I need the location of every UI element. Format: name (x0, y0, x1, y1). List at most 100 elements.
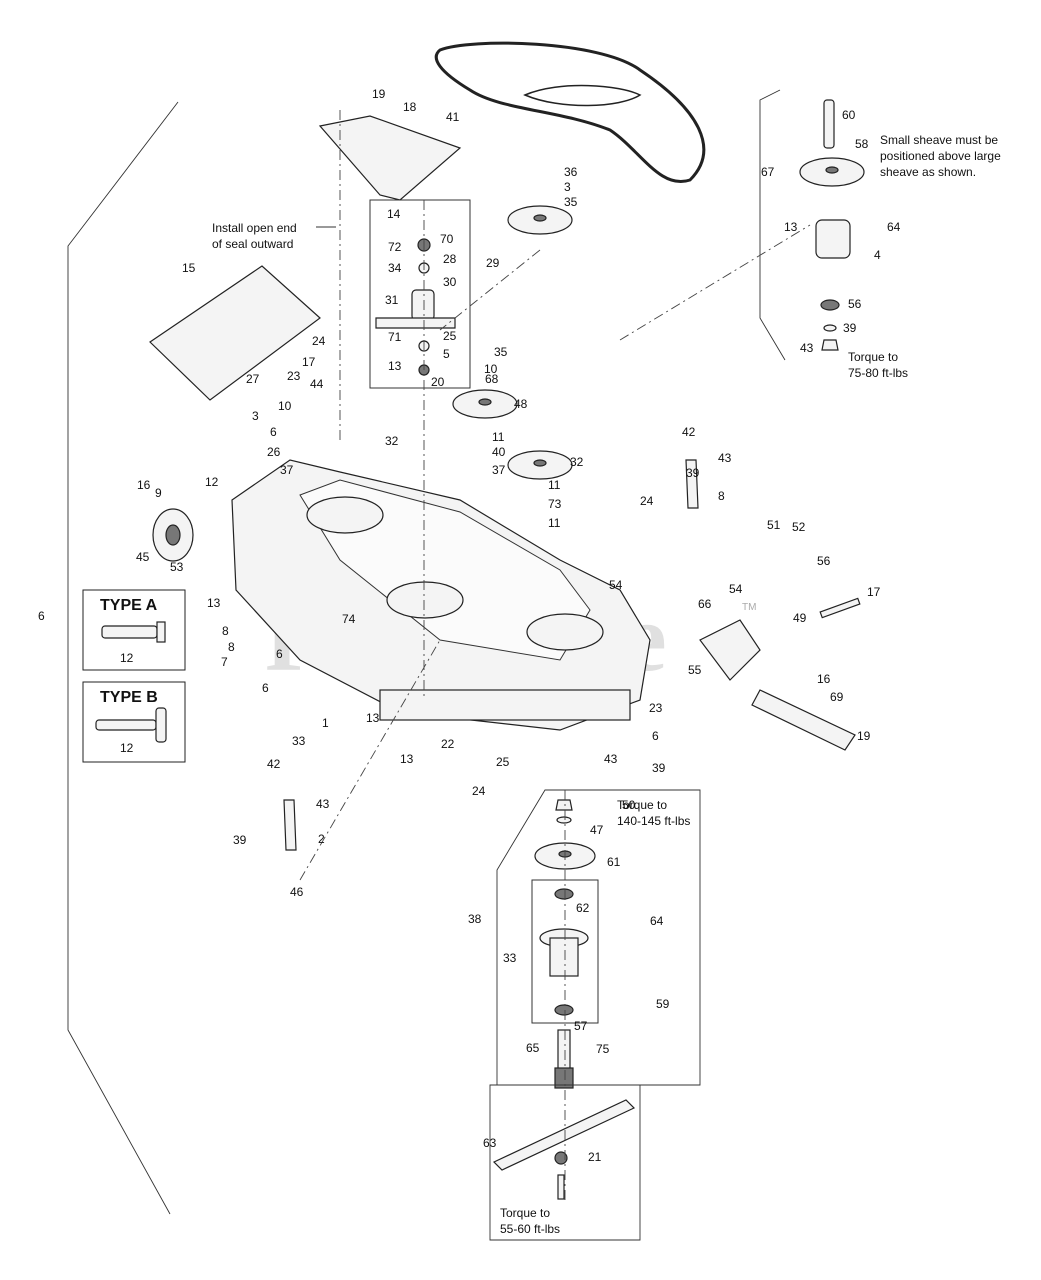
pin-60 (823, 99, 835, 149)
callout-37: 37 (280, 463, 294, 477)
callout-60: 60 (842, 108, 856, 122)
centerline-4 (619, 224, 811, 341)
callout-63: 63 (483, 1136, 497, 1150)
tube-49 (699, 619, 761, 681)
callout-20: 20 (431, 375, 445, 389)
callout-13: 13 (400, 752, 414, 766)
note-torque-top-1: Torque to (848, 350, 898, 364)
callout-35: 35 (564, 195, 578, 209)
callout-73: 73 (548, 497, 562, 511)
callout-74: 74 (342, 612, 356, 626)
callout-32: 32 (385, 434, 399, 448)
note-torque-blade-1: Torque to (500, 1206, 550, 1220)
blade-hub-75 (554, 1151, 568, 1165)
callout-28: 28 (443, 252, 457, 266)
callout-33: 33 (292, 734, 306, 748)
callout-31: 31 (385, 293, 399, 307)
callout-6: 6 (276, 647, 283, 661)
callout-39: 39 (686, 466, 700, 480)
callout-43: 43 (604, 752, 618, 766)
callout-8: 8 (222, 624, 229, 638)
callout-7: 7 (221, 655, 228, 669)
note-torque-top-2: 75-80 ft-lbs (848, 366, 908, 380)
note-sheave-line-3: sheave as shown. (880, 165, 976, 179)
callout-39: 39 (843, 321, 857, 335)
bracket-42-right (685, 459, 699, 509)
callout-64: 64 (887, 220, 901, 234)
callout-3: 3 (564, 180, 571, 194)
note-torque-spindle-1: Torque to (617, 798, 667, 812)
shaft-57 (557, 1029, 571, 1071)
bracket-42-left (283, 799, 297, 851)
callout-40: 40 (492, 445, 506, 459)
callout-58: 58 (855, 137, 869, 151)
callout-42: 42 (267, 757, 281, 771)
bearing-61 (554, 888, 574, 900)
callout-36: 36 (564, 165, 578, 179)
callout-24: 24 (472, 784, 486, 798)
note-seal-line-1: Install open end (212, 221, 297, 235)
centerline-5 (439, 249, 541, 331)
idler-assembly-box (369, 199, 471, 389)
gauge-wheel-hub (165, 524, 181, 546)
callout-69: 69 (830, 690, 844, 704)
callout-13: 13 (784, 220, 798, 234)
deck-cover (149, 265, 321, 401)
callout-24: 24 (640, 494, 654, 508)
callout-34: 34 (388, 261, 402, 275)
callout-23: 23 (287, 369, 301, 383)
callout-9: 9 (155, 486, 162, 500)
spindle-hole-left (306, 496, 384, 534)
blade (492, 1099, 636, 1171)
callout-4: 4 (874, 248, 881, 262)
callout-10: 10 (278, 399, 292, 413)
note-torque-blade-2: 55-60 ft-lbs (500, 1222, 560, 1236)
callout-32: 32 (570, 455, 584, 469)
callout-43: 43 (316, 797, 330, 811)
belt-cover (318, 115, 462, 201)
idler-arm (411, 289, 435, 321)
assembly-bracket-69 (67, 101, 179, 1215)
callout-8: 8 (718, 489, 725, 503)
callout-6: 6 (38, 609, 45, 623)
callout-45: 45 (136, 550, 150, 564)
blade-box (489, 1084, 641, 1241)
callout-43: 43 (800, 341, 814, 355)
callout-3: 3 (252, 409, 259, 423)
bearing-64 (554, 1004, 574, 1016)
pulley-35-mid-hub (478, 398, 492, 406)
type-b-part-number: 12 (120, 741, 134, 755)
callout-52: 52 (792, 520, 806, 534)
callout-12: 12 (205, 475, 219, 489)
callout-44: 44 (310, 377, 324, 391)
note-torque-spindle-2: 140-145 ft-lbs (617, 814, 690, 828)
callout-72: 72 (388, 240, 402, 254)
callout-39: 39 (652, 761, 666, 775)
callout-33: 33 (503, 951, 517, 965)
callout-46: 46 (290, 885, 304, 899)
bolt-21 (557, 1174, 565, 1200)
watermark-tm: TM (742, 602, 756, 613)
callout-6: 6 (270, 425, 277, 439)
pulley-40-hub (533, 459, 547, 467)
callout-19: 19 (372, 87, 386, 101)
callout-30: 30 (443, 275, 457, 289)
callout-64: 64 (650, 914, 664, 928)
bearing-64-top (820, 299, 840, 311)
callout-19: 19 (857, 729, 871, 743)
callout-54: 54 (609, 578, 623, 592)
callout-14: 14 (387, 207, 401, 221)
callout-39: 39 (233, 833, 247, 847)
callout-8: 8 (228, 640, 235, 654)
callout-48: 48 (514, 397, 528, 411)
callout-66: 66 (698, 597, 712, 611)
callout-38: 38 (468, 912, 482, 926)
callout-2: 2 (318, 832, 325, 846)
spindle-housing-62 (549, 937, 579, 977)
callout-27: 27 (246, 372, 260, 386)
assembly-bracket-67 (759, 89, 786, 361)
pulley-35-top-hub (533, 214, 547, 222)
callout-26: 26 (267, 445, 281, 459)
bolt-52 (819, 597, 861, 619)
callout-59: 59 (656, 997, 670, 1011)
